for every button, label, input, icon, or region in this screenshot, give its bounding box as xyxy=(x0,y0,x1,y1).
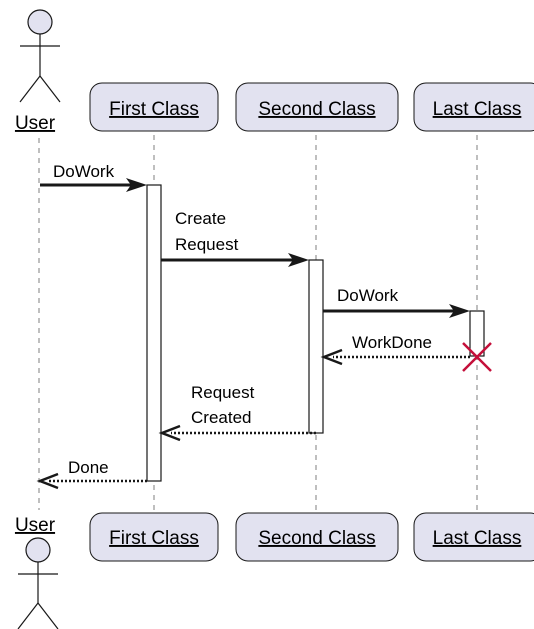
participant-label-user-top: User xyxy=(15,113,56,134)
participant-box xyxy=(89,512,219,562)
arrowhead-open-icon xyxy=(320,348,343,366)
participant-label-last-class-top: Last Class xyxy=(433,99,522,120)
participant-box xyxy=(235,512,399,562)
actor-left-leg xyxy=(19,75,41,103)
participant-first-class-top: First Class xyxy=(89,82,219,132)
actor-user-top: User xyxy=(15,9,61,134)
activation-second-class xyxy=(308,259,324,434)
participant-last-class-top: Last Class xyxy=(413,82,534,132)
participant-label-second-class-bottom: Second Class xyxy=(258,528,375,549)
message-done: Done xyxy=(36,458,147,490)
participant-label-second-class-top: Second Class xyxy=(258,99,375,120)
activation-last-class xyxy=(469,310,485,357)
participant-box xyxy=(413,512,534,562)
activation-first-class xyxy=(146,184,162,482)
message-create-request: Create Request xyxy=(161,209,309,267)
message-label-line-1: Request xyxy=(191,383,255,402)
message-label-line-2: Created xyxy=(191,408,251,427)
participant-box xyxy=(235,82,399,132)
message-label-line-2: Request xyxy=(175,235,239,254)
actor-left-leg xyxy=(17,602,39,629)
message-workdone: WorkDone xyxy=(320,333,470,366)
actor-head xyxy=(27,9,53,35)
actor-head xyxy=(25,537,51,563)
participant-box xyxy=(413,82,534,132)
participant-label-first-class-top: First Class xyxy=(109,99,199,120)
destroy-stroke-b xyxy=(462,342,492,372)
participant-label-first-class-bottom: First Class xyxy=(109,528,199,549)
participant-first-class-bottom: First Class xyxy=(89,512,219,562)
participant-second-class-top: Second Class xyxy=(235,82,399,132)
arrowhead-icon xyxy=(288,253,309,267)
actor-right-leg xyxy=(39,75,61,103)
arrowhead-open-icon xyxy=(36,472,59,490)
message-label: Done xyxy=(68,458,109,477)
destroy-x-icon xyxy=(462,342,492,372)
message-dowork-2: DoWork xyxy=(323,286,470,318)
message-label: DoWork xyxy=(53,162,115,181)
participant-last-class-bottom: Last Class xyxy=(413,512,534,562)
message-request-created: Request Created xyxy=(158,383,316,442)
message-label-line-1: Create xyxy=(175,209,226,228)
actor-right-leg xyxy=(37,602,59,629)
message-label: DoWork xyxy=(337,286,399,305)
message-dowork-1: DoWork xyxy=(40,162,147,192)
participant-label-user-bottom: User xyxy=(15,515,56,536)
participant-box xyxy=(89,82,219,132)
actor-user-bottom: User xyxy=(15,515,59,629)
arrowhead-icon xyxy=(449,304,470,318)
participant-second-class-bottom: Second Class xyxy=(235,512,399,562)
message-label: WorkDone xyxy=(352,333,432,352)
arrowhead-open-icon xyxy=(158,424,181,442)
participant-label-last-class-bottom: Last Class xyxy=(433,528,522,549)
arrowhead-icon xyxy=(126,178,147,192)
